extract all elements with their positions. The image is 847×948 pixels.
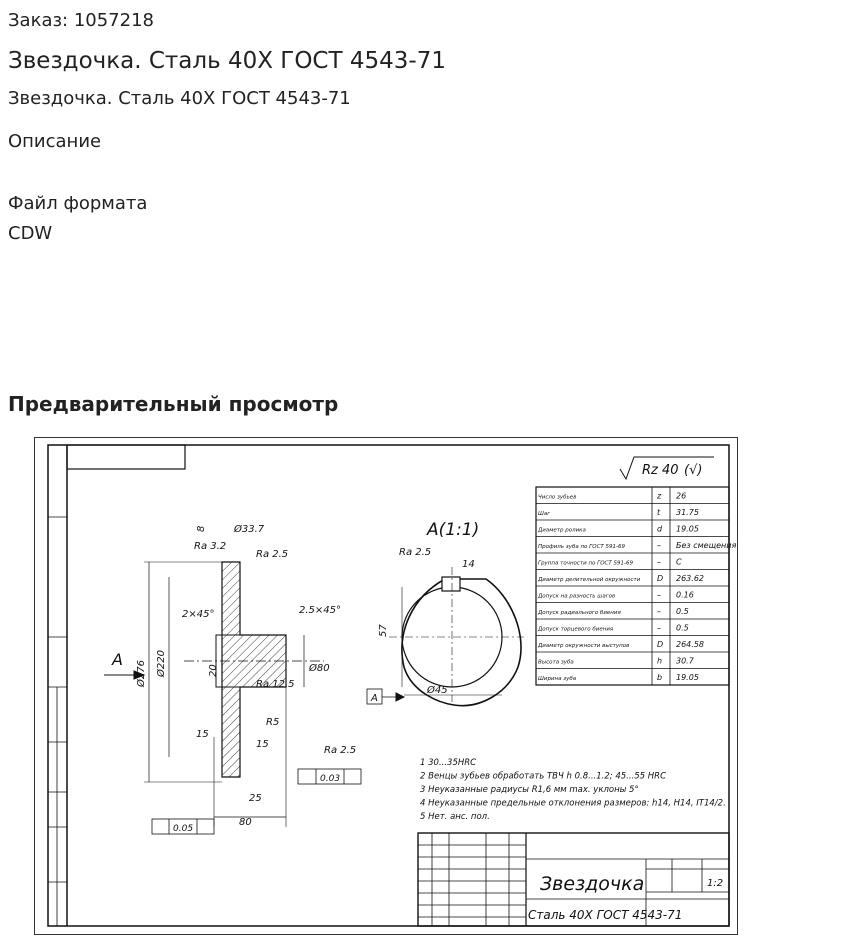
table-cell: 264.58 xyxy=(676,640,704,649)
svg-text:Ø80: Ø80 xyxy=(308,662,330,674)
table-cell: – xyxy=(657,558,661,567)
note-line: 5 Нет. анс. пол. xyxy=(420,812,490,822)
stamp-part-name: Звездочка xyxy=(540,873,644,895)
table-cell: Диаметр окружности выступов xyxy=(537,643,629,649)
svg-text:Ra 2.5: Ra 2.5 xyxy=(324,745,356,756)
table-cell: t xyxy=(657,508,661,517)
svg-text:Ra 3.2: Ra 3.2 xyxy=(194,541,226,552)
table-cell: 0.5 xyxy=(676,607,689,616)
description-label: Описание xyxy=(8,131,102,152)
table-cell: h xyxy=(657,657,662,666)
hub-cross-section xyxy=(389,567,524,707)
product-subtitle: Звездочка. Сталь 40Х ГОСТ 4543-71 xyxy=(8,88,351,109)
table-cell: Группа точности по ГОСТ 591-69 xyxy=(538,561,633,567)
table-cell: Диаметр ролика xyxy=(537,528,586,534)
section-label: А(1:1) xyxy=(426,520,479,540)
preview-heading: Предварительный просмотр xyxy=(8,392,339,416)
svg-text:15: 15 xyxy=(256,739,269,750)
technical-notes: 1 30...35HRC 2 Венцы зубьев обработать ТВ… xyxy=(420,758,726,822)
roughness-symbol: Rz 40 (√) xyxy=(619,456,714,481)
svg-text:Ra 2.5: Ra 2.5 xyxy=(399,547,431,558)
svg-text:А: А xyxy=(370,693,378,704)
stamp-scale: 1:2 xyxy=(707,878,723,889)
svg-text:20: 20 xyxy=(208,664,219,677)
tolerance-frame-1 xyxy=(297,768,362,785)
table-cell: Допуск на разность шагов xyxy=(537,594,615,600)
svg-text:0.03: 0.03 xyxy=(320,774,340,784)
table-cell: – xyxy=(657,591,661,600)
table-cell: Допуск радиального биения xyxy=(537,610,621,616)
svg-text:2×45°: 2×45° xyxy=(182,609,214,620)
note-line: 1 30...35HRC xyxy=(420,758,476,768)
svg-text:R5: R5 xyxy=(266,717,279,728)
svg-text:25: 25 xyxy=(249,793,262,804)
table-cell: Без смещения xyxy=(676,541,736,550)
svg-text:Ø45: Ø45 xyxy=(426,684,448,696)
table-cell: Число зубьев xyxy=(538,495,576,501)
table-cell: 31.75 xyxy=(676,508,699,517)
svg-text:80: 80 xyxy=(239,817,252,828)
svg-text:(√): (√) xyxy=(684,463,702,478)
table-cell: 263.62 xyxy=(676,574,704,583)
table-cell: z xyxy=(656,492,662,501)
table-cell: D xyxy=(657,640,663,649)
datum-box xyxy=(366,688,406,705)
svg-text:8: 8 xyxy=(196,526,207,532)
order-number: Заказ: 1057218 xyxy=(8,10,154,31)
table-cell: d xyxy=(657,525,663,534)
title-block xyxy=(417,832,730,927)
sprocket-section xyxy=(104,561,324,827)
roughness-text: Rz 40 xyxy=(642,463,679,478)
svg-text:15: 15 xyxy=(196,729,209,740)
table-cell: – xyxy=(657,607,661,616)
note-line: 4 Неуказанные предельные отклонения разм… xyxy=(420,799,726,809)
stamp-material: Сталь 40Х ГОСТ 4543-71 xyxy=(528,908,682,922)
file-format-value: CDW xyxy=(8,223,53,244)
svg-text:Ø220: Ø220 xyxy=(155,650,167,678)
note-line: 2 Венцы зубьев обработать ТВЧ h 0.8...1.… xyxy=(420,772,666,782)
svg-text:14: 14 xyxy=(462,559,475,570)
table-cell: – xyxy=(657,624,661,633)
svg-text:0.05: 0.05 xyxy=(173,824,193,834)
table-cell: – xyxy=(657,541,661,550)
svg-text:Ra 12.5: Ra 12.5 xyxy=(256,679,295,690)
table-cell: Высота зуба xyxy=(538,660,574,666)
svg-text:Ra 2.5: Ra 2.5 xyxy=(256,549,288,560)
svg-text:57: 57 xyxy=(378,624,389,637)
table-cell: Шаг xyxy=(538,511,550,517)
note-line: 3 Неуказанные радиусы R1,6 мм max. уклон… xyxy=(420,785,639,795)
table-cell: Профиль зуба по ГОСТ 591-69 xyxy=(538,544,625,550)
page-title: Звездочка. Сталь 40Х ГОСТ 4543-71 xyxy=(8,48,446,74)
table-cell: Ширина зуба xyxy=(538,676,577,682)
svg-text:Ø33.7: Ø33.7 xyxy=(233,523,265,535)
table-cell: 30.7 xyxy=(676,657,695,666)
table-cell: 19.05 xyxy=(676,673,699,682)
table-cell: 0.5 xyxy=(676,624,689,633)
table-cell: С xyxy=(676,558,682,567)
table-cell: 19.05 xyxy=(676,525,699,534)
svg-text:2.5×45°: 2.5×45° xyxy=(299,605,341,616)
svg-text:Ø276: Ø276 xyxy=(135,660,147,688)
table-cell: b xyxy=(657,673,662,682)
table-cell: 0.16 xyxy=(676,591,694,600)
table-cell: D xyxy=(657,574,663,583)
view-label: А xyxy=(111,650,123,669)
file-format-label: Файл формата xyxy=(8,193,148,214)
table-cell: Допуск торцевого биения xyxy=(537,627,614,633)
table-cell: Диаметр делительной окружности xyxy=(537,577,641,583)
tolerance-frame-2 xyxy=(151,818,215,835)
table-cell: 26 xyxy=(676,492,686,501)
